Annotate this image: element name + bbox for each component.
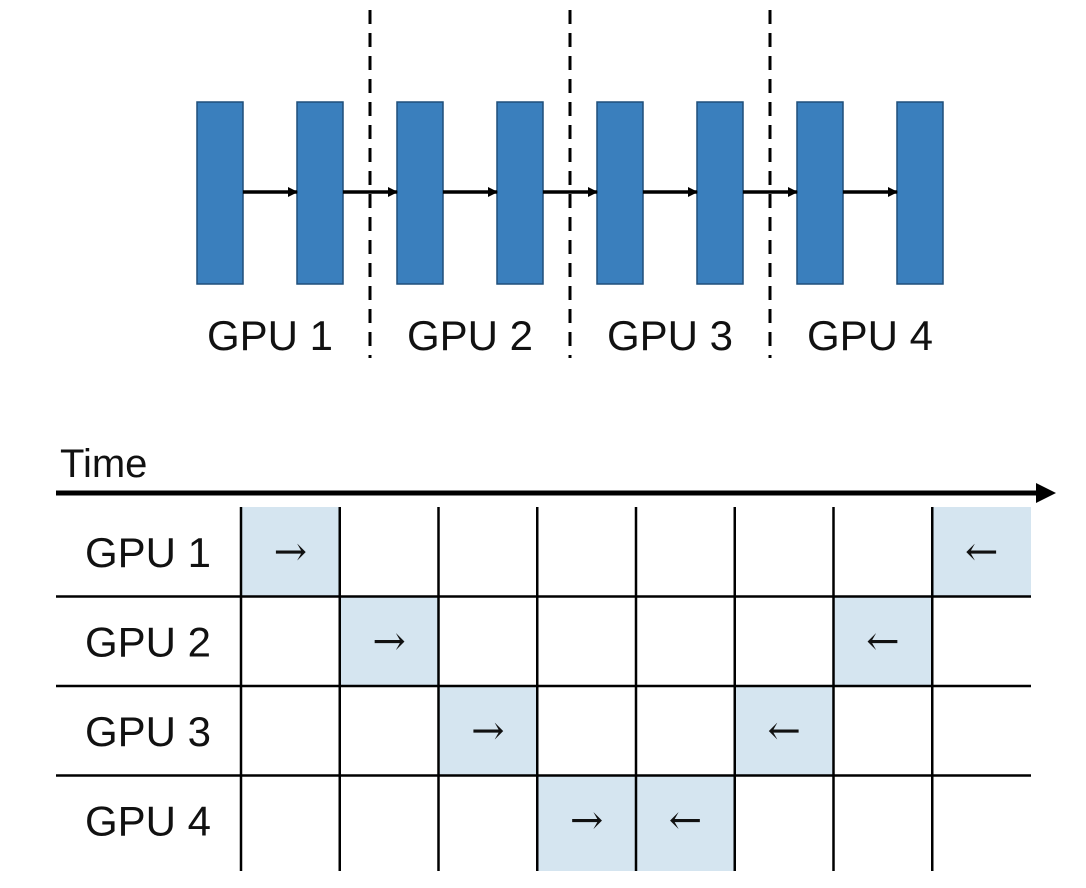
model-partition: GPU 1 GPU 2 GPU 3 GPU 4: [196, 10, 944, 359]
gpu-label: GPU 4: [807, 312, 933, 359]
forward-arrow-glyph: →: [274, 529, 308, 575]
time-axis-arrowhead: [1036, 483, 1056, 503]
forward-pass-cell: [339, 596, 439, 686]
forward-pass-cell: [438, 686, 538, 776]
backward-arrow-glyph: ←: [965, 529, 999, 575]
layer-block: [596, 101, 644, 285]
row-label: GPU 4: [85, 797, 211, 844]
gpu-label: GPU 1: [207, 312, 333, 359]
row-label: GPU 1: [85, 529, 211, 576]
forward-arrow-glyph: →: [372, 618, 406, 664]
gpu-label: GPU 3: [607, 312, 733, 359]
layer-block: [396, 101, 444, 285]
row-label: GPU 2: [85, 618, 211, 665]
gpu-label: GPU 2: [407, 312, 533, 359]
layer-block: [796, 101, 844, 285]
backward-pass-cell: [734, 686, 834, 776]
layer-block: [696, 101, 744, 285]
backward-arrow-glyph: ←: [669, 797, 703, 843]
layer-block: [296, 101, 344, 285]
time-axis-label: Time: [60, 442, 147, 486]
layer-block: [896, 101, 944, 285]
backward-arrow-glyph: ←: [866, 618, 900, 664]
backward-pass-cell: [636, 775, 735, 871]
forward-arrow-glyph: →: [471, 708, 505, 754]
layer-block: [196, 101, 244, 285]
row-label: GPU 3: [85, 708, 211, 755]
backward-pass-cell: [833, 596, 933, 686]
forward-arrow-glyph: →: [570, 797, 604, 843]
backward-pass-cell: [932, 507, 1031, 597]
backward-arrow-glyph: ←: [767, 708, 801, 754]
layer-block: [496, 101, 544, 285]
forward-pass-cell: [241, 507, 340, 597]
forward-pass-cell: [537, 775, 636, 871]
